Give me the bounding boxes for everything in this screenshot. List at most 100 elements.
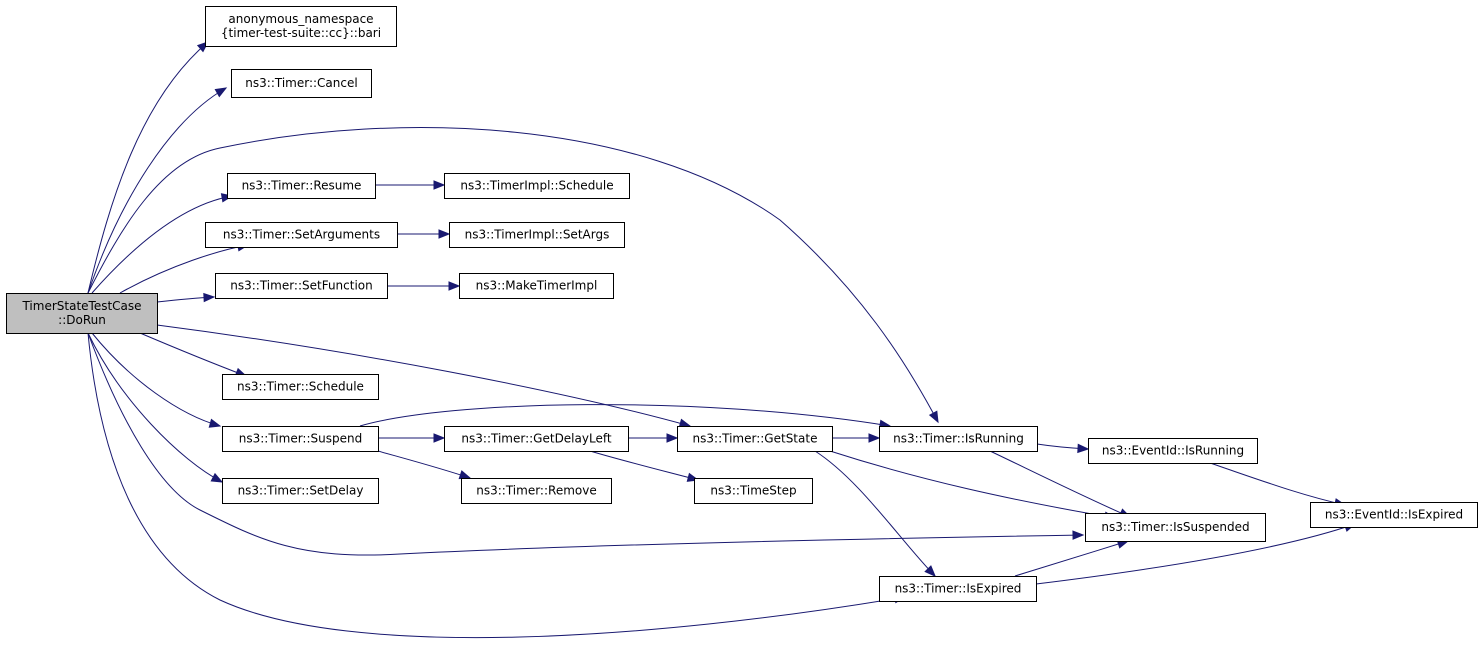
node-suspend[interactable]: ns3::Timer::Suspend [222, 426, 379, 452]
edge-line [87, 87, 227, 294]
node-box [879, 426, 1038, 452]
edge-root-to-is_suspended [87, 332, 1085, 556]
node-box [449, 222, 625, 248]
node-is-running[interactable]: ns3::Timer::IsRunning [879, 426, 1038, 452]
edge-line [87, 127, 939, 423]
edge-is_running-to-eventid_is_running [1036, 443, 1090, 454]
edge-line [87, 332, 1084, 556]
edge-line [87, 332, 223, 483]
node-box [444, 173, 630, 199]
node-root[interactable]: TimerStateTestCase::DoRun [6, 293, 158, 334]
edge-line [156, 324, 691, 427]
node-label: ns3::TimeStep [710, 484, 796, 498]
edge-root-to-set_delay [87, 332, 224, 483]
node-impl-setargs[interactable]: ns3::TimerImpl::SetArgs [449, 222, 625, 248]
arrow-head-icon [203, 292, 216, 303]
edge-set_arguments-to-impl_setargs [397, 229, 451, 239]
node-label: ns3::Timer::Suspend [239, 432, 362, 446]
node-label: ns3::Timer::Cancel [245, 76, 357, 90]
arrow-head-icon [433, 433, 446, 443]
edge-root-to-set_function [156, 292, 216, 303]
node-label: ns3::TimerImpl::Schedule [460, 179, 613, 193]
edge-suspend-to-get_delay_left [378, 433, 446, 443]
edge-line [91, 332, 221, 427]
node-box [879, 576, 1037, 602]
node-box [694, 478, 813, 504]
edge-line [359, 404, 891, 427]
node-box [222, 478, 379, 504]
edge-root-to-suspend [91, 332, 222, 428]
node-impl-schedule[interactable]: ns3::TimerImpl::Schedule [444, 173, 630, 199]
edge-line [377, 450, 471, 479]
arrow-head-icon [458, 470, 472, 480]
node-eventid-is-running[interactable]: ns3::EventId::IsRunning [1088, 438, 1258, 464]
node-box [227, 173, 376, 199]
edge-resume-to-impl_schedule [375, 180, 446, 190]
node-box [205, 222, 398, 248]
arrow-head-icon [438, 229, 451, 239]
node-eventid-is-expired[interactable]: ns3::EventId::IsExpired [1310, 502, 1478, 528]
node-box [459, 273, 614, 299]
edge-suspend-to-is_running [359, 404, 892, 429]
node-set-delay[interactable]: ns3::Timer::SetDelay [222, 478, 379, 504]
node-set-function[interactable]: ns3::Timer::SetFunction [215, 273, 388, 299]
arrow-head-icon [214, 87, 228, 98]
node-label: ::DoRun [58, 313, 106, 327]
nodes-layer: TimerStateTestCase::DoRun anonymous_names… [6, 6, 1478, 602]
edges-layer [87, 41, 1357, 639]
edge-line [589, 450, 699, 481]
node-is-expired[interactable]: ns3::Timer::IsExpired [879, 576, 1037, 602]
edge-eventid_is_running-to-eventid_is_expired [1209, 462, 1347, 508]
arrow-head-icon [448, 281, 461, 291]
arrow-head-icon [1072, 530, 1085, 540]
node-make-timer-impl[interactable]: ns3::MakeTimerImpl [459, 273, 614, 299]
edge-root-to-schedule [139, 332, 248, 377]
node-label: ns3::Timer::Schedule [237, 380, 364, 394]
node-cancel[interactable]: ns3::Timer::Cancel [231, 69, 372, 98]
node-set-arguments[interactable]: ns3::Timer::SetArguments [205, 222, 398, 248]
node-box [1310, 502, 1478, 528]
edge-line [989, 450, 1131, 518]
node-box [1085, 513, 1266, 542]
node-box [222, 426, 379, 452]
node-get-delay-left[interactable]: ns3::Timer::GetDelayLeft [444, 426, 629, 452]
edge-line [1014, 540, 1129, 577]
node-label: {timer-test-suite::cc}::bari [221, 26, 381, 40]
node-resume[interactable]: ns3::Timer::Resume [227, 173, 376, 199]
node-label: ns3::Timer::IsRunning [893, 432, 1024, 446]
node-box [1088, 438, 1258, 464]
arrow-head-icon [666, 433, 679, 443]
edge-line [1035, 523, 1356, 585]
edge-line [829, 450, 1116, 519]
arrow-head-icon [210, 472, 224, 483]
node-schedule[interactable]: ns3::Timer::Schedule [222, 374, 379, 400]
node-label: ns3::Timer::GetState [693, 432, 818, 446]
node-label: ns3::Timer::Resume [242, 179, 362, 193]
node-get-state[interactable]: ns3::Timer::GetState [677, 426, 833, 452]
arrow-head-icon [868, 433, 881, 443]
edge-get_delay_left-to-time_step [589, 450, 700, 482]
node-box [215, 273, 388, 299]
edge-line [87, 332, 906, 639]
edge-line [87, 41, 209, 294]
node-box [222, 374, 379, 400]
edge-get_state-to-is_running [832, 433, 881, 443]
edge-suspend-to-remove [377, 450, 472, 480]
node-label: ns3::EventId::IsRunning [1102, 444, 1244, 458]
node-time-step[interactable]: ns3::TimeStep [694, 478, 813, 504]
node-is-suspended[interactable]: ns3::Timer::IsSuspended [1085, 513, 1266, 542]
node-label: ns3::Timer::Remove [476, 484, 596, 498]
node-box [205, 6, 397, 47]
node-label: ns3::Timer::GetDelayLeft [461, 432, 611, 446]
arrow-head-icon [1077, 443, 1090, 454]
node-label: ns3::Timer::IsExpired [895, 582, 1022, 596]
arrow-head-icon [924, 565, 936, 577]
node-box [444, 426, 629, 452]
edge-root-to-cancel [87, 87, 228, 294]
node-remove[interactable]: ns3::Timer::Remove [461, 478, 612, 504]
edge-line [139, 332, 247, 377]
node-bari[interactable]: anonymous_namespace{timer-test-suite::cc… [205, 6, 397, 47]
node-label: TimerStateTestCase [21, 299, 141, 313]
node-label: ns3::Timer::IsSuspended [1101, 520, 1249, 534]
